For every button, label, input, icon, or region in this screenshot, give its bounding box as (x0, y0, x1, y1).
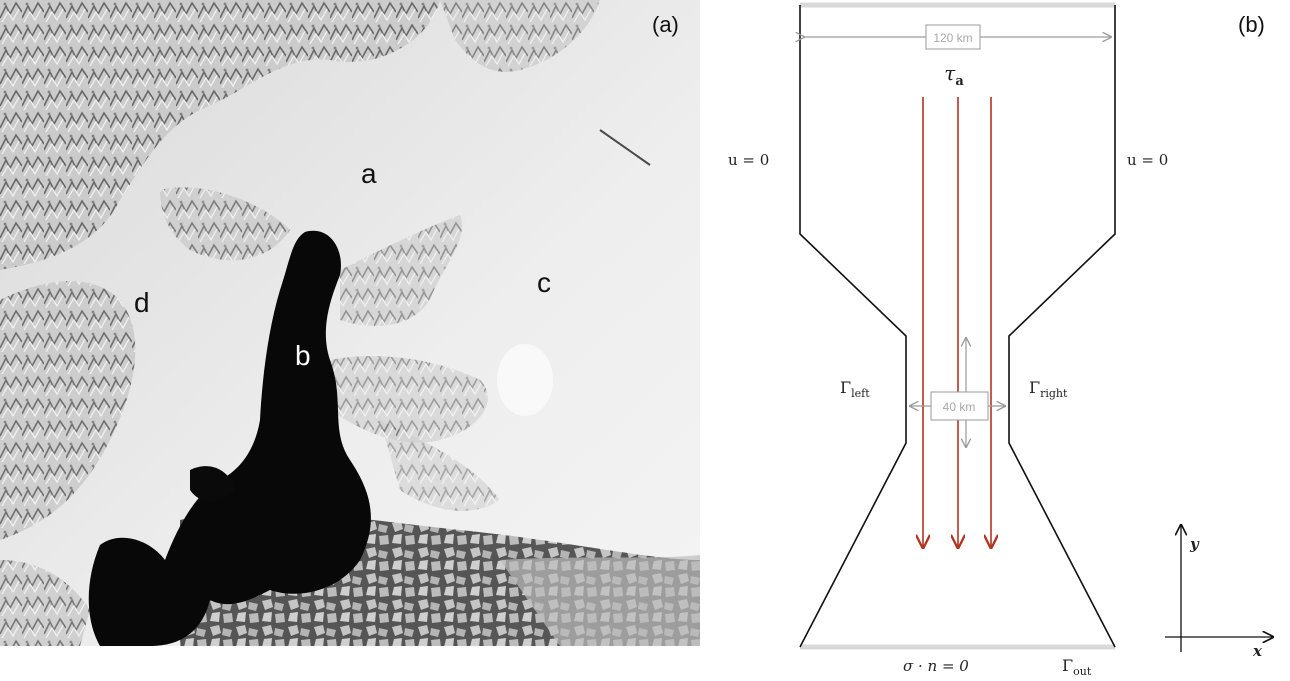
coordinate-axes: y x (1165, 525, 1273, 660)
wind-arrows (923, 97, 991, 546)
region-label-d: d (134, 287, 150, 318)
panel-a-tag: (a) (652, 12, 679, 37)
gamma-right-label: Γright (1029, 378, 1068, 400)
panel-b-tag: (b) (1238, 12, 1265, 37)
width-120-label: 120 km (933, 31, 972, 45)
y-axis-label: y (1189, 535, 1200, 553)
right-boundary-condition: u = 0 (1127, 151, 1168, 169)
region-label-a: a (361, 158, 377, 189)
satellite-image-panel: (a) a b c d (0, 0, 700, 646)
region-label-c: c (537, 267, 551, 298)
width-40-label: 40 km (943, 400, 976, 414)
open-water (88, 230, 371, 646)
gamma-left-label: Γleft (840, 378, 870, 400)
domain-outline-left (799, 5, 907, 648)
mountain-terrain (0, 0, 600, 646)
region-label-b: b (295, 340, 311, 371)
ice-crack (599, 129, 651, 166)
x-axis-label: x (1252, 642, 1263, 660)
wind-stress-label: τa (944, 61, 964, 89)
domain-outline-right (1008, 5, 1116, 648)
domain-schematic-panel: 120 km τa u = 0 u = 0 Γleft Γright 40 km… (728, 2, 1290, 678)
outflow-condition-label: σ · n = 0 (903, 657, 969, 675)
coastline-terrain (330, 215, 500, 511)
gamma-out-label: Γout (1062, 656, 1092, 678)
left-boundary-condition: u = 0 (728, 151, 769, 169)
